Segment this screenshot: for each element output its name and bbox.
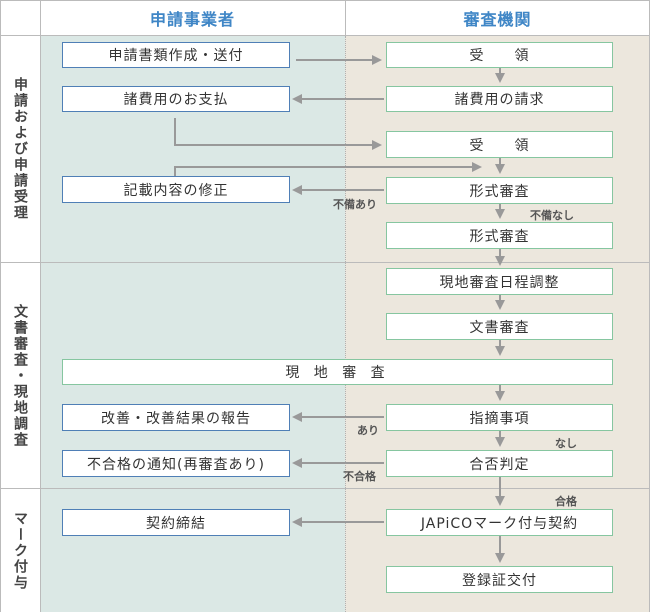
box-receipt-2: 受 領 [386,131,613,158]
grid-header-bottom [0,35,650,36]
box-billing: 諸費用の請求 [386,86,613,112]
box-receipt-1: 受 領 [386,42,613,68]
phase-document-and-site-review: 文書審査・現地調査 [12,303,28,448]
grid-outer-left [0,0,1,612]
grid-outer-top [0,0,650,1]
phase-application: 申請および申請受理 [12,77,28,221]
phase-mark-granting: マーク付与 [12,510,28,591]
label-no-defect: 不備なし [530,209,574,222]
box-mark-grant-contract: JAPiCOマーク付与契約 [386,509,613,536]
arrow-correction-resubmit [174,162,482,176]
box-improvement-report: 改善・改善結果の報告 [62,404,290,431]
box-document-review: 文書審査 [386,313,613,340]
box-correct-entries: 記載内容の修正 [62,176,290,203]
box-formal-check-1: 形式審査 [386,177,613,204]
header-authority: 審査機関 [463,9,532,29]
box-prepare-and-send-documents: 申請書類作成・送付 [62,42,290,68]
grid-phase2-bottom [0,488,650,489]
box-formal-check-2: 形式審査 [386,222,613,249]
box-findings: 指摘事項 [386,404,613,431]
label-findings-none: なし [555,437,577,450]
label-findings-yes: あり [357,424,379,437]
label-fail: 不合格 [343,470,376,483]
box-pass-fail-judgment: 合否判定 [386,450,613,477]
box-payment: 諸費用のお支払 [62,86,290,112]
header-applicant: 申請事業者 [149,9,235,29]
grid-phase1-bottom [0,262,650,263]
arrow-payment-to-receipt [174,118,382,150]
box-certificate-issuance: 登録証交付 [386,566,613,593]
box-site-audit: 現 地 審 査 [62,359,613,385]
label-defect-found: 不備あり [333,198,377,211]
label-pass: 合格 [555,495,577,508]
grid-header-divider [345,0,346,36]
box-site-audit-scheduling: 現地審査日程調整 [386,268,613,295]
box-contract-signing: 契約締結 [62,509,290,536]
grid-column-divider [345,36,346,612]
box-rejection-notice: 不合格の通知(再審査あり) [62,450,290,477]
grid-phase-divider [40,0,41,612]
